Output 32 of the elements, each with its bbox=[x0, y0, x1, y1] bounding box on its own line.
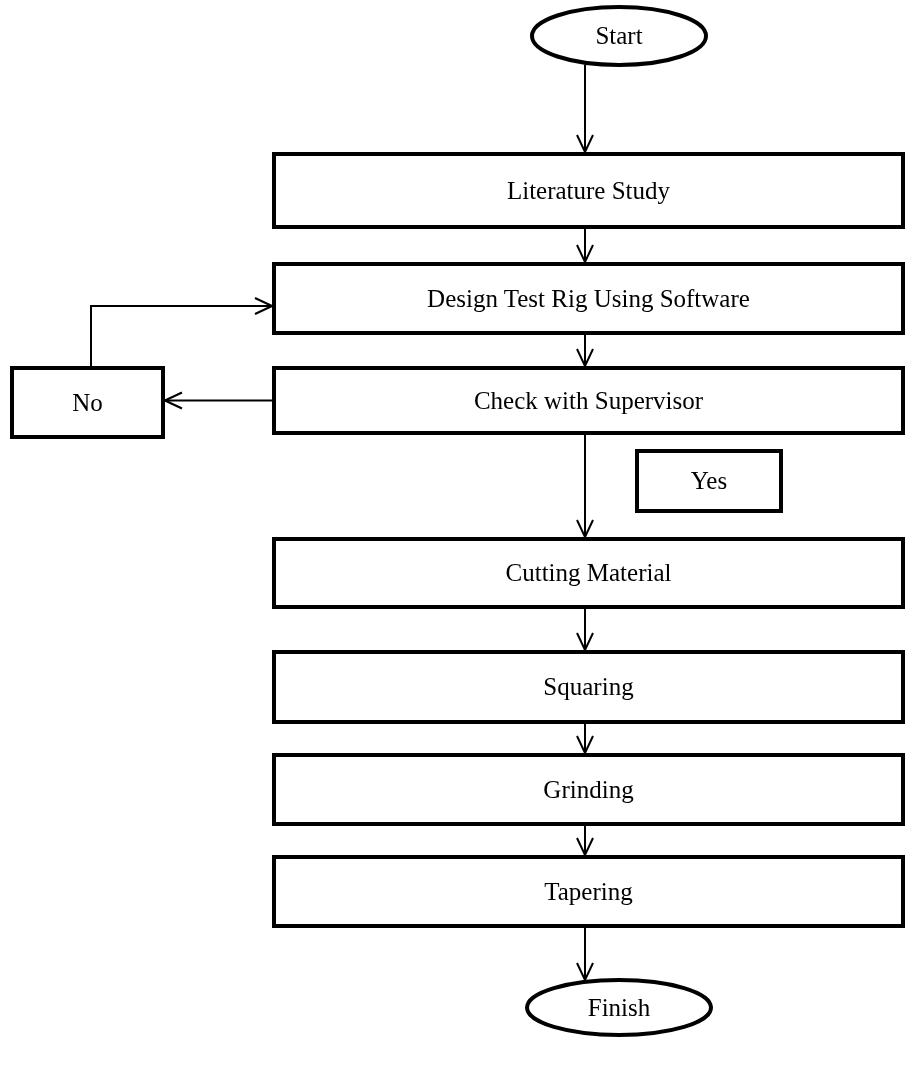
step-label: Check with Supervisor bbox=[473, 386, 704, 415]
process-box bbox=[272, 537, 905, 609]
step-label: Start bbox=[595, 22, 643, 50]
process-box bbox=[272, 753, 905, 826]
arrow bbox=[576, 825, 594, 856]
step-label: Literature Study bbox=[506, 176, 671, 205]
arrow bbox=[576, 434, 594, 538]
step-label: Cutting Material bbox=[505, 559, 672, 587]
process-box bbox=[272, 650, 905, 724]
step-label: Squaring bbox=[543, 673, 634, 701]
step-label: Tapering bbox=[544, 877, 633, 906]
process-box bbox=[272, 366, 905, 435]
arrow bbox=[576, 608, 594, 651]
step-label: Yes bbox=[690, 467, 728, 495]
process-box bbox=[635, 449, 783, 513]
arrow bbox=[576, 334, 594, 367]
step-label: Design Test Rig Using Software bbox=[427, 284, 750, 313]
step-label: No bbox=[72, 388, 103, 417]
arrow bbox=[576, 228, 594, 263]
arrow bbox=[90, 297, 273, 367]
terminal-oval bbox=[525, 978, 713, 1037]
step-label: Grinding bbox=[543, 775, 634, 804]
process-box bbox=[272, 152, 905, 229]
process-box bbox=[272, 262, 905, 335]
arrow bbox=[576, 63, 594, 153]
arrow bbox=[576, 927, 594, 981]
process-box bbox=[272, 855, 905, 928]
terminal-oval bbox=[530, 5, 708, 67]
step-label: Finish bbox=[587, 993, 651, 1022]
arrow bbox=[576, 723, 594, 754]
arrow bbox=[164, 391, 273, 410]
process-box bbox=[10, 366, 165, 439]
